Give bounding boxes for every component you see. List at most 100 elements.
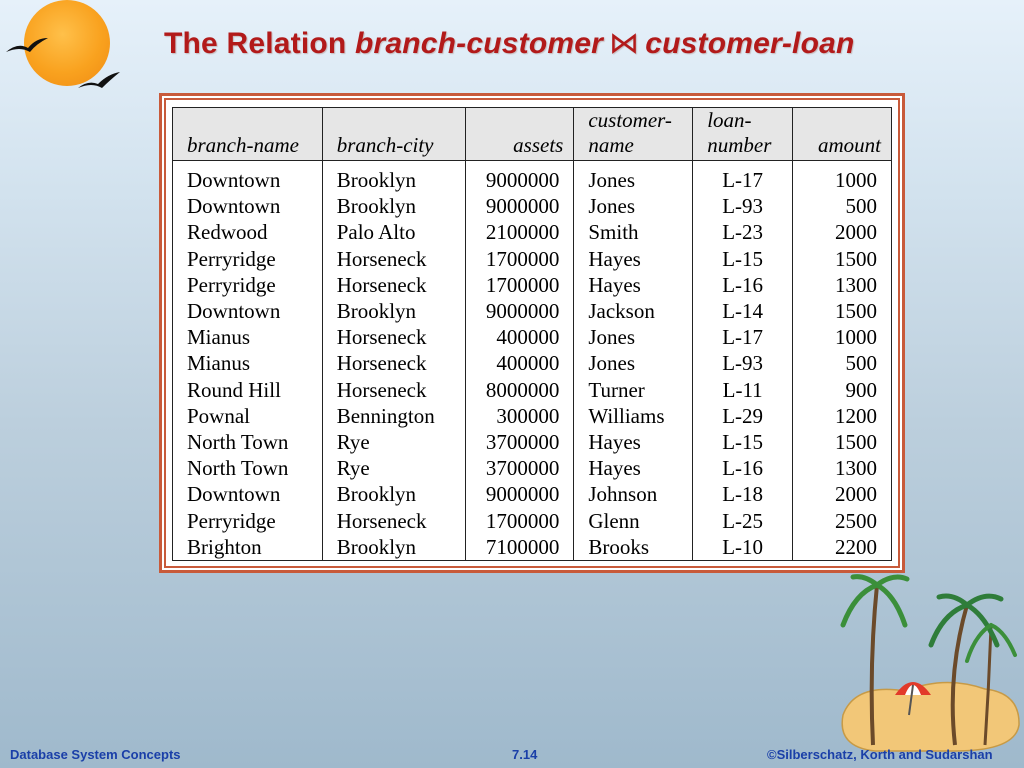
footer-left: Database System Concepts — [10, 747, 181, 762]
table-cell: L-93 — [692, 350, 794, 377]
seagull-icon — [6, 38, 48, 52]
table-cell: L-16 — [692, 455, 794, 482]
table-cell: Johnson — [573, 481, 694, 508]
table-cell: Brooks — [573, 533, 694, 561]
table-cell: North Town — [172, 428, 323, 456]
natural-join-symbol: ⋈ — [609, 27, 640, 60]
table-cell: L-11 — [692, 376, 794, 403]
column-header: amount — [792, 107, 892, 161]
table-cell: Brooklyn — [321, 193, 467, 220]
table-cell: Pownal — [172, 402, 323, 429]
table-cell: 2000 — [792, 219, 892, 246]
table-cell: 1300 — [792, 271, 892, 298]
table-cell: 1700000 — [465, 271, 575, 298]
table-cell: 1700000 — [465, 507, 575, 534]
table-cell: Bennington — [321, 402, 467, 429]
table-cell: Redwood — [172, 219, 323, 246]
table-cell: 9000000 — [465, 167, 575, 194]
page-title: The Relation branch-customer⋈customer-lo… — [164, 27, 855, 60]
table-cell: L-15 — [692, 428, 794, 456]
table-cell: 900 — [792, 376, 892, 403]
table-cell: Horseneck — [321, 350, 467, 377]
table-cell: North Town — [172, 455, 323, 482]
table-cell: L-10 — [692, 533, 794, 561]
column-header: customer- name — [573, 107, 694, 161]
table-cell: Brooklyn — [321, 297, 467, 325]
table-cell: 2000 — [792, 481, 892, 508]
table-cell: L-93 — [692, 193, 794, 220]
table-cell: Round Hill — [172, 376, 323, 403]
table-cell: Rye — [321, 428, 467, 456]
table-cell: L-29 — [692, 402, 794, 429]
palm-island-icon — [840, 574, 1020, 752]
table-cell: Jones — [573, 350, 694, 377]
table-cell: Turner — [573, 376, 694, 403]
table-cell: Horseneck — [321, 324, 467, 351]
table-cell: 3700000 — [465, 455, 575, 482]
relation-table: branch-name branch-city assets customer-… — [172, 107, 892, 561]
table-cell: 2200 — [792, 533, 892, 561]
table-cell: L-14 — [692, 297, 794, 325]
column-header: assets — [465, 107, 575, 161]
table-cell: Jackson — [573, 297, 694, 325]
table-cell: L-23 — [692, 219, 794, 246]
relation-table-frame: branch-name branch-city assets customer-… — [159, 93, 905, 573]
table-cell: 1200 — [792, 402, 892, 429]
table-cell: Horseneck — [321, 376, 467, 403]
table-cell: Glenn — [573, 507, 694, 534]
table-cell: 1500 — [792, 428, 892, 456]
table-cell: Williams — [573, 402, 694, 429]
footer-page-number: 7.14 — [512, 747, 538, 762]
table-cell: 9000000 — [465, 481, 575, 508]
table-cell: 2500 — [792, 507, 892, 534]
table-cell: Hayes — [573, 271, 694, 298]
table-cell: 400000 — [465, 350, 575, 377]
table-cell: Perryridge — [172, 507, 323, 534]
table-cell: 7100000 — [465, 533, 575, 561]
table-cell: Jones — [573, 324, 694, 351]
footer-copyright: ©Silberschatz, Korth and Sudarshan — [767, 747, 993, 762]
table-cell: Rye — [321, 455, 467, 482]
table-cell: Jones — [573, 167, 694, 194]
table-cell: Perryridge — [172, 245, 323, 272]
table-cell: 1500 — [792, 297, 892, 325]
table-cell: 1000 — [792, 167, 892, 194]
table-cell: Horseneck — [321, 507, 467, 534]
table-cell: Hayes — [573, 428, 694, 456]
table-cell: L-15 — [692, 245, 794, 272]
table-cell: 1000 — [792, 324, 892, 351]
table-cell: L-18 — [692, 481, 794, 508]
table-cell: Brooklyn — [321, 167, 467, 194]
table-cell: L-16 — [692, 271, 794, 298]
table-cell: 9000000 — [465, 297, 575, 325]
seagull-icon — [78, 72, 120, 88]
table-cell: Horseneck — [321, 271, 467, 298]
table-cell: Horseneck — [321, 245, 467, 272]
table-cell: Downtown — [172, 297, 323, 325]
table-cell: Hayes — [573, 245, 694, 272]
table-cell: Brooklyn — [321, 481, 467, 508]
table-cell: Mianus — [172, 324, 323, 351]
table-cell: Hayes — [573, 455, 694, 482]
table-cell: 1500 — [792, 245, 892, 272]
table-cell: L-17 — [692, 167, 794, 194]
table-cell: Downtown — [172, 193, 323, 220]
table-cell: Downtown — [172, 481, 323, 508]
column-header: branch-city — [321, 107, 467, 161]
table-cell: Jones — [573, 193, 694, 220]
table-cell: 3700000 — [465, 428, 575, 456]
table-cell: 9000000 — [465, 193, 575, 220]
table-cell: Mianus — [172, 350, 323, 377]
table-cell: 400000 — [465, 324, 575, 351]
